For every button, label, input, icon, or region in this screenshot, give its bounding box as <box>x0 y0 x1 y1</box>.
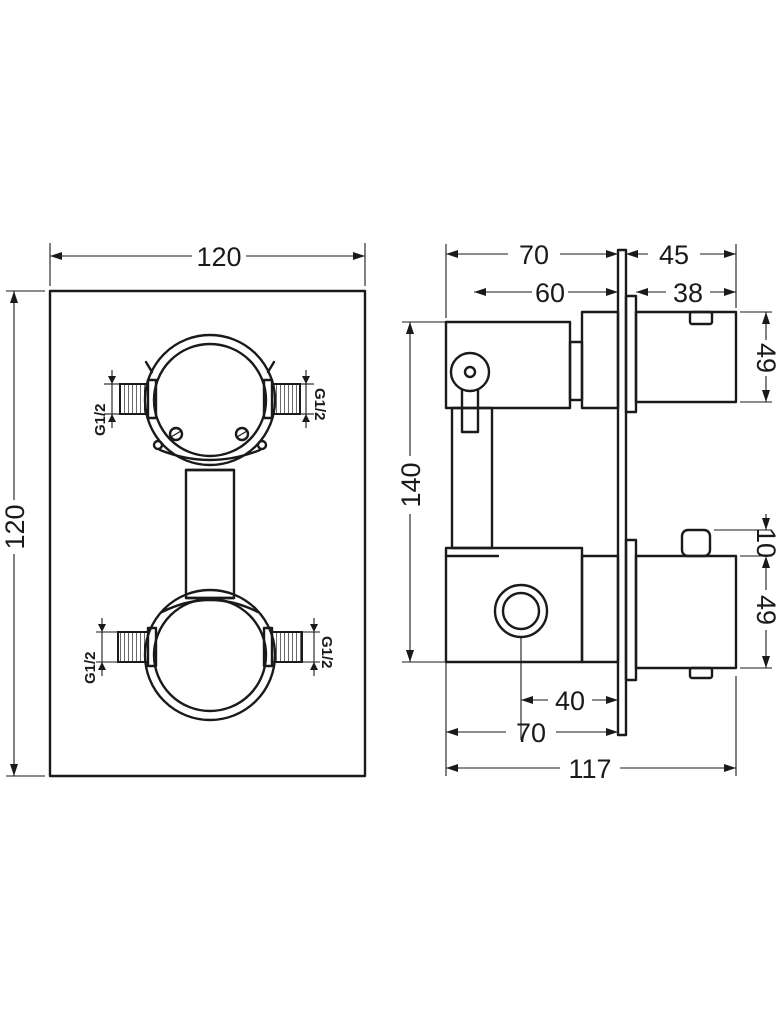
side-handle-length-dimension: 38 <box>636 278 736 308</box>
side-connecting-pipe <box>450 406 494 550</box>
lower-flange <box>580 554 620 664</box>
upper-left-thread <box>119 383 149 415</box>
upper-flange <box>580 310 620 410</box>
upper-handle-diameter-dimension: 49 <box>740 311 781 403</box>
side-handle-length-label: 38 <box>673 278 703 308</box>
lower-body <box>444 546 584 664</box>
front-view: G1/2 G1/2 G1/2 G1/2 <box>0 242 367 778</box>
lower-handle-diameter-label: 49 <box>751 595 781 625</box>
side-plate-to-end-label: 45 <box>659 240 689 270</box>
bottom-body-label: 70 <box>516 718 546 748</box>
front-height-label: 120 <box>0 504 30 549</box>
upper-handle-diameter-label: 49 <box>751 343 781 373</box>
upper-right-thread <box>271 383 301 415</box>
side-top-total-dimension: 70 <box>445 240 618 318</box>
thread-label-upper-right: G1/2 <box>311 388 328 421</box>
lower-handle-pin <box>680 528 712 558</box>
upper-valve-outer-ring <box>143 333 277 467</box>
outlet-offset-dimension: 40 <box>520 637 618 740</box>
side-height-dimension: 140 <box>396 321 446 663</box>
thread-label-upper-left: G1/2 <box>92 403 109 436</box>
lower-handle <box>634 554 738 670</box>
lower-handle-diameter-dimension: 49 <box>740 568 781 669</box>
thread-label-lower-left: G1/2 <box>82 651 99 684</box>
lower-right-thread <box>271 631 303 663</box>
upper-handle-button <box>688 310 714 326</box>
upper-right-screw <box>234 426 250 442</box>
front-plate <box>48 289 367 778</box>
thread-dim-upper-right: G1/2 <box>300 370 328 428</box>
upper-valve-inner-ring <box>152 342 268 458</box>
outlet-offset-label: 40 <box>555 686 585 716</box>
upper-handle <box>634 310 738 404</box>
front-width-dimension: 120 <box>49 242 366 286</box>
upper-outlet-outer <box>449 351 491 393</box>
overall-dimension: 117 <box>446 676 737 784</box>
lower-valve-inner-ring <box>152 597 268 713</box>
front-height-dimension: 120 <box>0 290 45 777</box>
side-height-label: 140 <box>396 462 426 507</box>
lower-outlet-inner <box>501 591 541 631</box>
overall-label: 117 <box>568 754 611 784</box>
side-plate-to-end-dimension: 45 <box>626 240 737 308</box>
front-width-label: 120 <box>196 242 241 272</box>
lower-left-thread <box>117 631 149 663</box>
cover-plate <box>616 248 628 737</box>
thread-dim-lower-left: G1/2 <box>82 618 118 684</box>
side-top-total-label: 70 <box>519 240 549 270</box>
thread-label-lower-right: G1/2 <box>318 636 335 669</box>
bottom-body-dimension: 70 <box>445 662 618 776</box>
side-view: 70 45 60 38 <box>396 240 781 784</box>
side-top-inner-dimension: 60 <box>474 278 618 308</box>
thread-dim-upper-left: G1/2 <box>92 370 120 436</box>
pin-label: 10 <box>751 528 781 558</box>
upper-left-screw <box>168 426 184 442</box>
side-top-inner-label: 60 <box>535 278 565 308</box>
thread-dim-lower-right: G1/2 <box>302 618 335 676</box>
pin-dimension: 10 <box>714 514 781 568</box>
connecting-column <box>184 468 236 600</box>
upper-body <box>444 320 572 410</box>
upper-outlet-inner <box>463 365 477 379</box>
